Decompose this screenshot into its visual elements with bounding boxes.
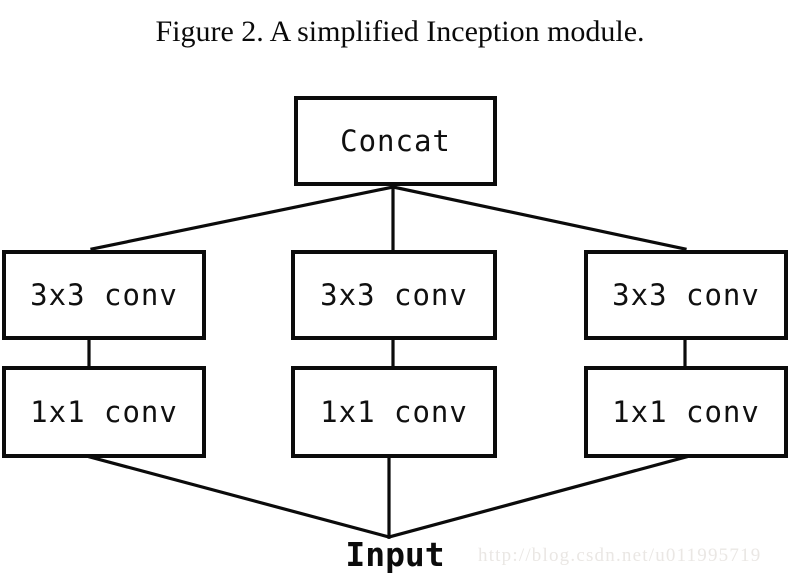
watermark-text: http://blog.csdn.net/u011995719 xyxy=(478,545,762,566)
figure-title: Figure 2. A simplified Inception module. xyxy=(155,15,645,48)
edge-concat-to-right-3x3 xyxy=(391,185,687,251)
node-right-3x3-conv-label: 3x3 conv xyxy=(612,278,760,312)
edge-left-1x1-to-input xyxy=(88,455,391,539)
node-left-1x1-conv[interactable]: 1x1 conv xyxy=(2,366,206,458)
node-left-3x3-conv-label: 3x3 conv xyxy=(30,278,178,312)
node-input-label: Input xyxy=(345,535,445,574)
node-left-3x3-conv[interactable]: 3x3 conv xyxy=(2,250,206,340)
node-right-1x1-conv[interactable]: 1x1 conv xyxy=(584,366,788,458)
node-left-1x1-conv-label: 1x1 conv xyxy=(30,395,178,429)
node-middle-1x1-conv-label: 1x1 conv xyxy=(320,395,468,429)
node-concat[interactable]: Concat xyxy=(294,96,497,186)
node-middle-1x1-conv[interactable]: 1x1 conv xyxy=(291,366,497,458)
node-concat-label: Concat xyxy=(340,124,451,158)
node-right-1x1-conv-label: 1x1 conv xyxy=(612,395,760,429)
node-right-3x3-conv[interactable]: 3x3 conv xyxy=(584,250,788,340)
edge-right-1x1-to-input xyxy=(387,455,688,539)
node-middle-3x3-conv-label: 3x3 conv xyxy=(320,278,468,312)
node-middle-3x3-conv[interactable]: 3x3 conv xyxy=(291,250,497,340)
edge-concat-to-left-3x3 xyxy=(90,185,395,251)
